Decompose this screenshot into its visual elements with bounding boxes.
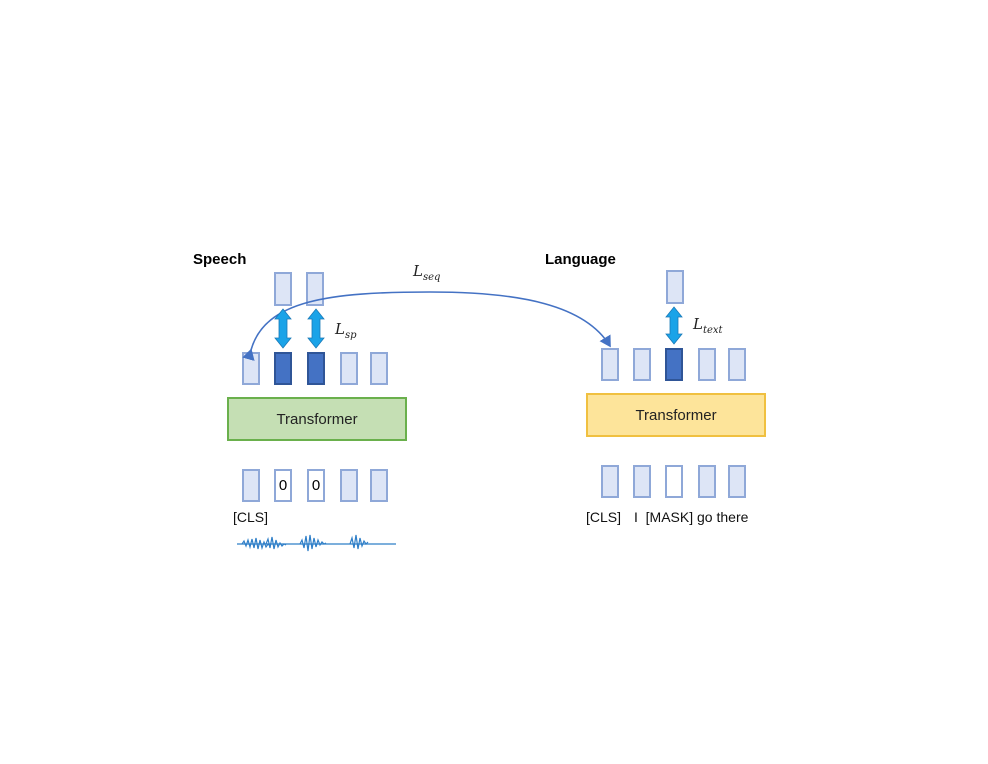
- speech-input-box-zero-2: 0: [307, 469, 325, 502]
- speech-input-zero-2: 0: [311, 477, 321, 494]
- language-heading: Language: [545, 251, 616, 268]
- language-target-box: [666, 270, 684, 304]
- speech-transformer: Transformer: [227, 397, 407, 441]
- waveform-icon: [237, 534, 396, 552]
- language-output-box-5: [728, 348, 746, 381]
- language-cls-label: [CLS]: [586, 509, 622, 525]
- speech-target-box-2: [306, 272, 324, 306]
- speech-input-zero-1: 0: [278, 477, 288, 494]
- double-arrow-icon: [665, 306, 683, 345]
- language-input-box-there: [728, 465, 746, 498]
- double-arrow-icon: [274, 308, 292, 349]
- language-output-box-4: [698, 348, 716, 381]
- language-transformer-label: Transformer: [635, 406, 717, 424]
- language-transformer: Transformer: [586, 393, 766, 437]
- double-arrow-icon: [307, 308, 325, 349]
- language-input-box-go: [698, 465, 716, 498]
- speech-input-box-zero-1: 0: [274, 469, 292, 502]
- speech-target-box-1: [274, 272, 292, 306]
- language-input-box-mask: [665, 465, 683, 498]
- speech-heading: Speech: [193, 251, 247, 268]
- speech-input-box-cls: [242, 469, 260, 502]
- language-input-box-i: [633, 465, 651, 498]
- language-output-box-2: [633, 348, 651, 381]
- loss-seq-label: Lseq: [413, 262, 441, 283]
- curved-arrow-icon: [242, 291, 611, 361]
- language-input-box-cls: [601, 465, 619, 498]
- language-tokens-label: I [MASK] go there: [634, 509, 749, 525]
- speech-transformer-label: Transformer: [276, 410, 358, 428]
- speech-input-box-5: [370, 469, 388, 502]
- speech-input-box-4: [340, 469, 358, 502]
- language-output-box-masked: [665, 348, 683, 381]
- speech-cls-label: [CLS]: [233, 509, 269, 525]
- loss-text-label: Ltext: [693, 315, 723, 336]
